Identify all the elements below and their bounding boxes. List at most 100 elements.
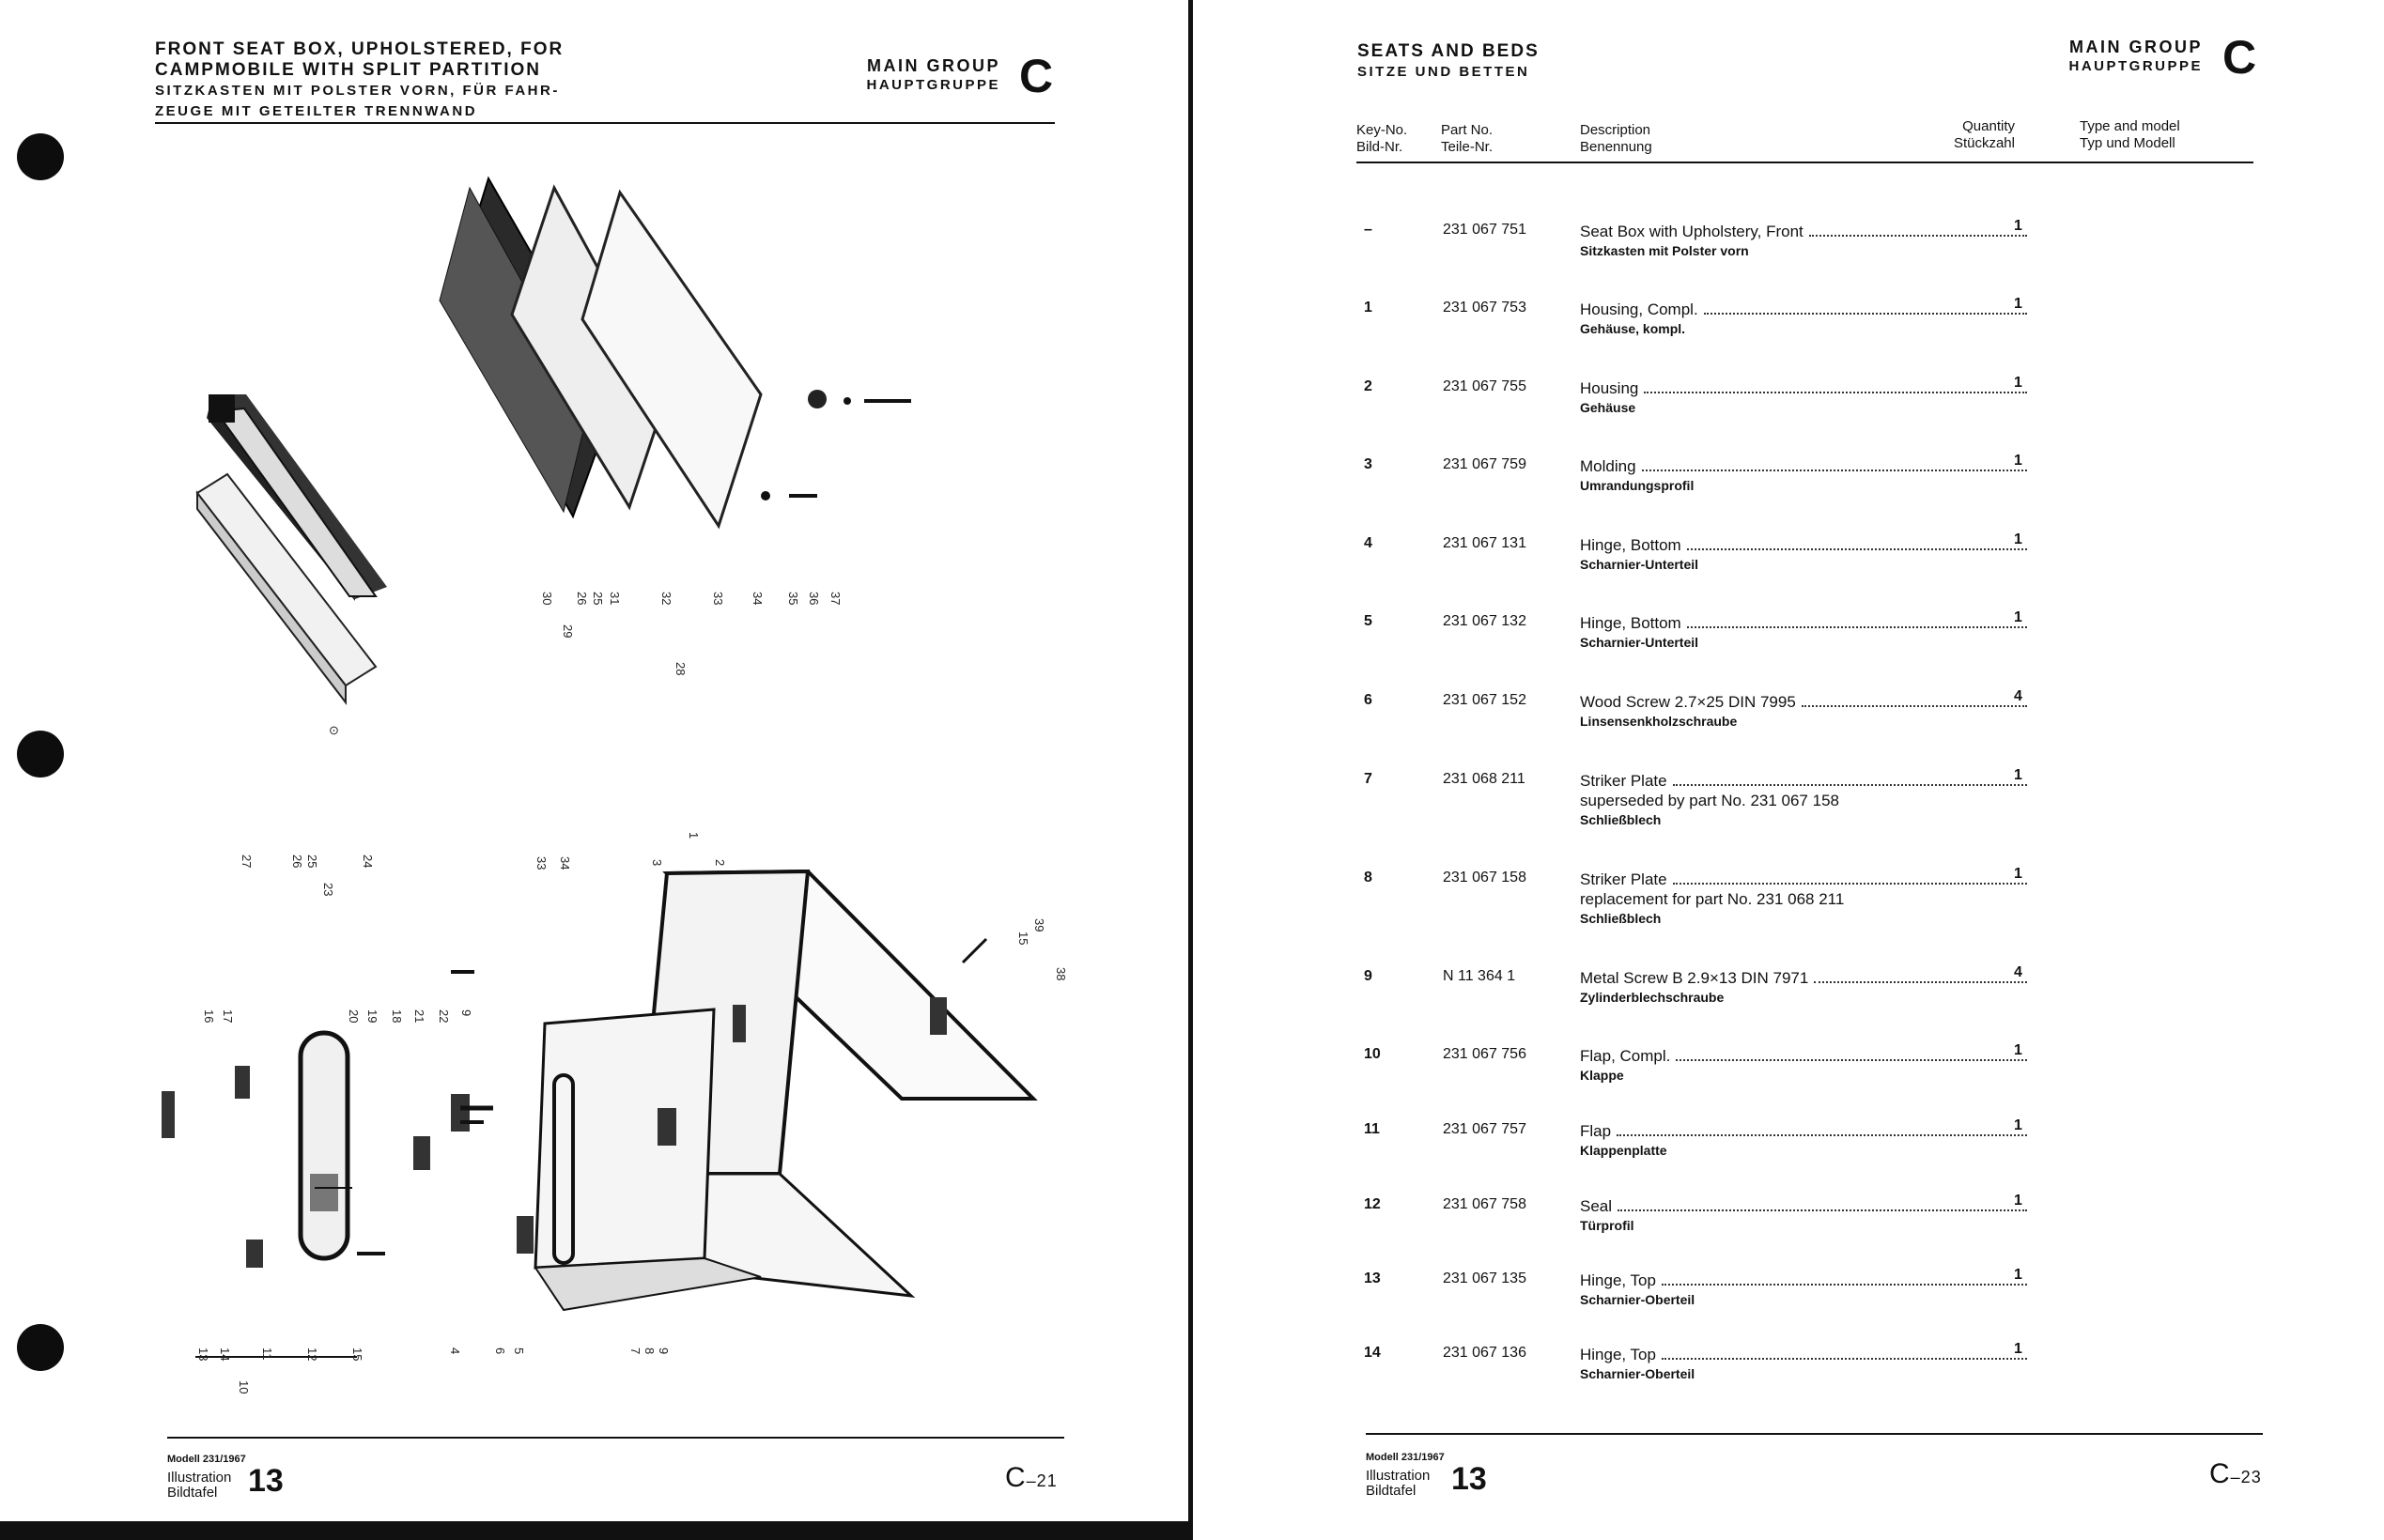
callout-label: 2 [713,859,727,866]
table-row: 4 231 067 131 Hinge, Bottom Scharnier-Un… [1356,531,2070,592]
row-quantity: 1 [2014,866,2022,882]
seat-cushion-small: ⊙ [195,394,387,737]
callout-label: 1 [687,832,701,839]
row-key: 2 [1364,378,1372,394]
col-desc-en: Description [1580,122,1651,138]
row-quantity: 1 [2014,1341,2022,1357]
col-desc-de: Benennung [1580,139,1652,155]
callout-label: 15 [1016,932,1030,945]
callout-label: 12 [305,1348,319,1361]
scan-edge [0,1521,1191,1540]
row-desc-de: Scharnier-Oberteil [1580,1292,1695,1307]
row-description: Housing, Compl. Gehäuse, kompl. [1580,300,2031,339]
row-desc-de: Linsensenkholzschraube [1580,714,1738,729]
callout-label: 35 [786,592,800,605]
footer-plate-number: 13 [248,1463,284,1499]
callout-label: 34 [558,856,572,870]
row-key: 10 [1364,1046,1381,1062]
callout-label: 20 [347,1009,361,1023]
row-quantity: 4 [2014,964,2022,980]
row-description: Flap Klappenplatte [1580,1121,2031,1161]
table-row: 11 231 067 757 Flap Klappenplatte 1 [1356,1117,2070,1178]
table-row: 8 231 067 158 Striker Plate replacement … [1356,866,2070,926]
callout-label: 19 [365,1009,379,1023]
footer-model: Modell 231/1967 [167,1454,246,1465]
col-key: Key-No. Bild-Nr. [1356,122,1407,156]
callouts-bottom: 16 17 20 19 18 21 22 9 13 14 11 12 15 10… [196,1009,671,1394]
callout-label: 38 [1054,967,1068,980]
footer-rule [167,1437,1064,1439]
callout-label: 14 [218,1348,232,1361]
title-de-line: SITZKASTEN MIT POLSTER VORN, FÜR FAHR- [155,83,560,99]
table-row: 14 231 067 136 Hinge, Top Scharnier-Ober… [1356,1341,2070,1401]
row-desc-en: Wood Screw 2.7×25 DIN 7995 [1580,693,1796,711]
page-prefix: C [2209,1458,2231,1489]
callout-label: 21 [412,1009,426,1023]
callout-label: 22 [437,1009,451,1023]
table-row: 5 231 067 132 Hinge, Bottom Scharnier-Un… [1356,609,2070,670]
row-key: 8 [1364,870,1372,886]
table-row: 12 231 067 758 Seal Türprofil 1 [1356,1193,2070,1253]
callout-label: 34 [751,592,765,605]
callout-label: 36 [807,592,821,605]
row-part-number: 231 067 753 [1443,300,1526,316]
row-description: Wood Screw 2.7×25 DIN 7995 Linsensenkhol… [1580,692,2031,732]
col-type-en: Type and model [2080,118,2180,134]
row-part-number: 231 067 757 [1443,1121,1526,1137]
seat-box-housing [517,869,1038,1312]
main-group-de: HAUPTGRUPPE [866,77,1000,93]
callout-label: 3 [650,859,664,866]
row-desc-de: Umrandungsprofil [1580,478,1695,493]
row-part-number: 231 067 758 [1443,1196,1526,1212]
row-description: Hinge, Top Scharnier-Oberteil [1580,1345,2031,1384]
callout-label: 29 [561,624,575,638]
callout-label: 24 [361,855,375,868]
main-group-en: MAIN GROUP [2069,38,2203,56]
callout-label: 9 [459,1009,473,1016]
row-desc-en: Hinge, Top [1580,1346,1656,1363]
row-desc-en: Striker Plate [1580,772,1667,790]
row-desc-de: Scharnier-Oberteil [1580,1366,1695,1381]
row-desc-de: Klappe [1580,1068,1624,1083]
row-quantity: 1 [2014,609,2022,625]
table-row: 10 231 067 756 Flap, Compl. Klappe 1 [1356,1042,2070,1102]
col-key-de: Bild-Nr. [1356,139,1403,155]
callout-label: 8 [642,1348,657,1354]
callout-label: 10 [237,1380,251,1394]
callout-label: 9 [657,1348,671,1354]
row-quantity: 1 [2014,1042,2022,1058]
row-description: Striker Plate superseded by part No. 231… [1580,771,2031,830]
table-row: 1 231 067 753 Housing, Compl. Gehäuse, k… [1356,296,2070,356]
row-desc-en: Housing, Compl. [1580,300,1698,318]
row-desc-de: Klappenplatte [1580,1143,1667,1158]
col-part-en: Part No. [1441,122,1494,138]
row-part-number: 231 067 759 [1443,456,1526,472]
row-desc-de: Gehäuse, kompl. [1580,321,1686,336]
left-page: FRONT SEAT BOX, UPHOLSTERED, FOR CAMPMOB… [0,0,1191,1540]
footer-illustration: Illustration [167,1470,232,1486]
row-desc-en: Hinge, Bottom [1580,536,1681,554]
right-page-title: SEATS AND BEDS SITZE UND BETTEN [1357,41,1540,83]
callout-label: 18 [390,1009,404,1023]
callout-label: 26 [290,855,304,868]
callout-label: 39 [1032,918,1046,932]
row-desc-de: Türprofil [1580,1218,1634,1233]
callout-label: 37 [828,592,843,605]
row-description: Seal Türprofil [1580,1196,2031,1236]
row-key: 14 [1364,1345,1381,1361]
row-description: Flap, Compl. Klappe [1580,1046,2031,1086]
row-part-number: 231 067 131 [1443,535,1526,551]
footer-illustration: Illustration [1366,1468,1431,1484]
page-number: C–21 [1005,1462,1058,1494]
row-desc-note: superseded by part No. 231 067 158 [1580,792,1839,809]
row-desc-en: Striker Plate [1580,870,1667,888]
row-part-number: 231 067 756 [1443,1046,1526,1062]
page-suffix: –21 [1026,1471,1058,1490]
row-part-number: 231 067 132 [1443,613,1526,629]
seat-cushion-large [439,176,911,530]
main-group-de: HAUPTGRUPPE [2068,58,2203,74]
row-quantity: 1 [2014,218,2022,234]
callout-label: 25 [305,855,319,868]
row-desc-en: Seat Box with Upholstery, Front [1580,223,1803,240]
col-type: Type and model Typ und Modell [2080,118,2180,152]
